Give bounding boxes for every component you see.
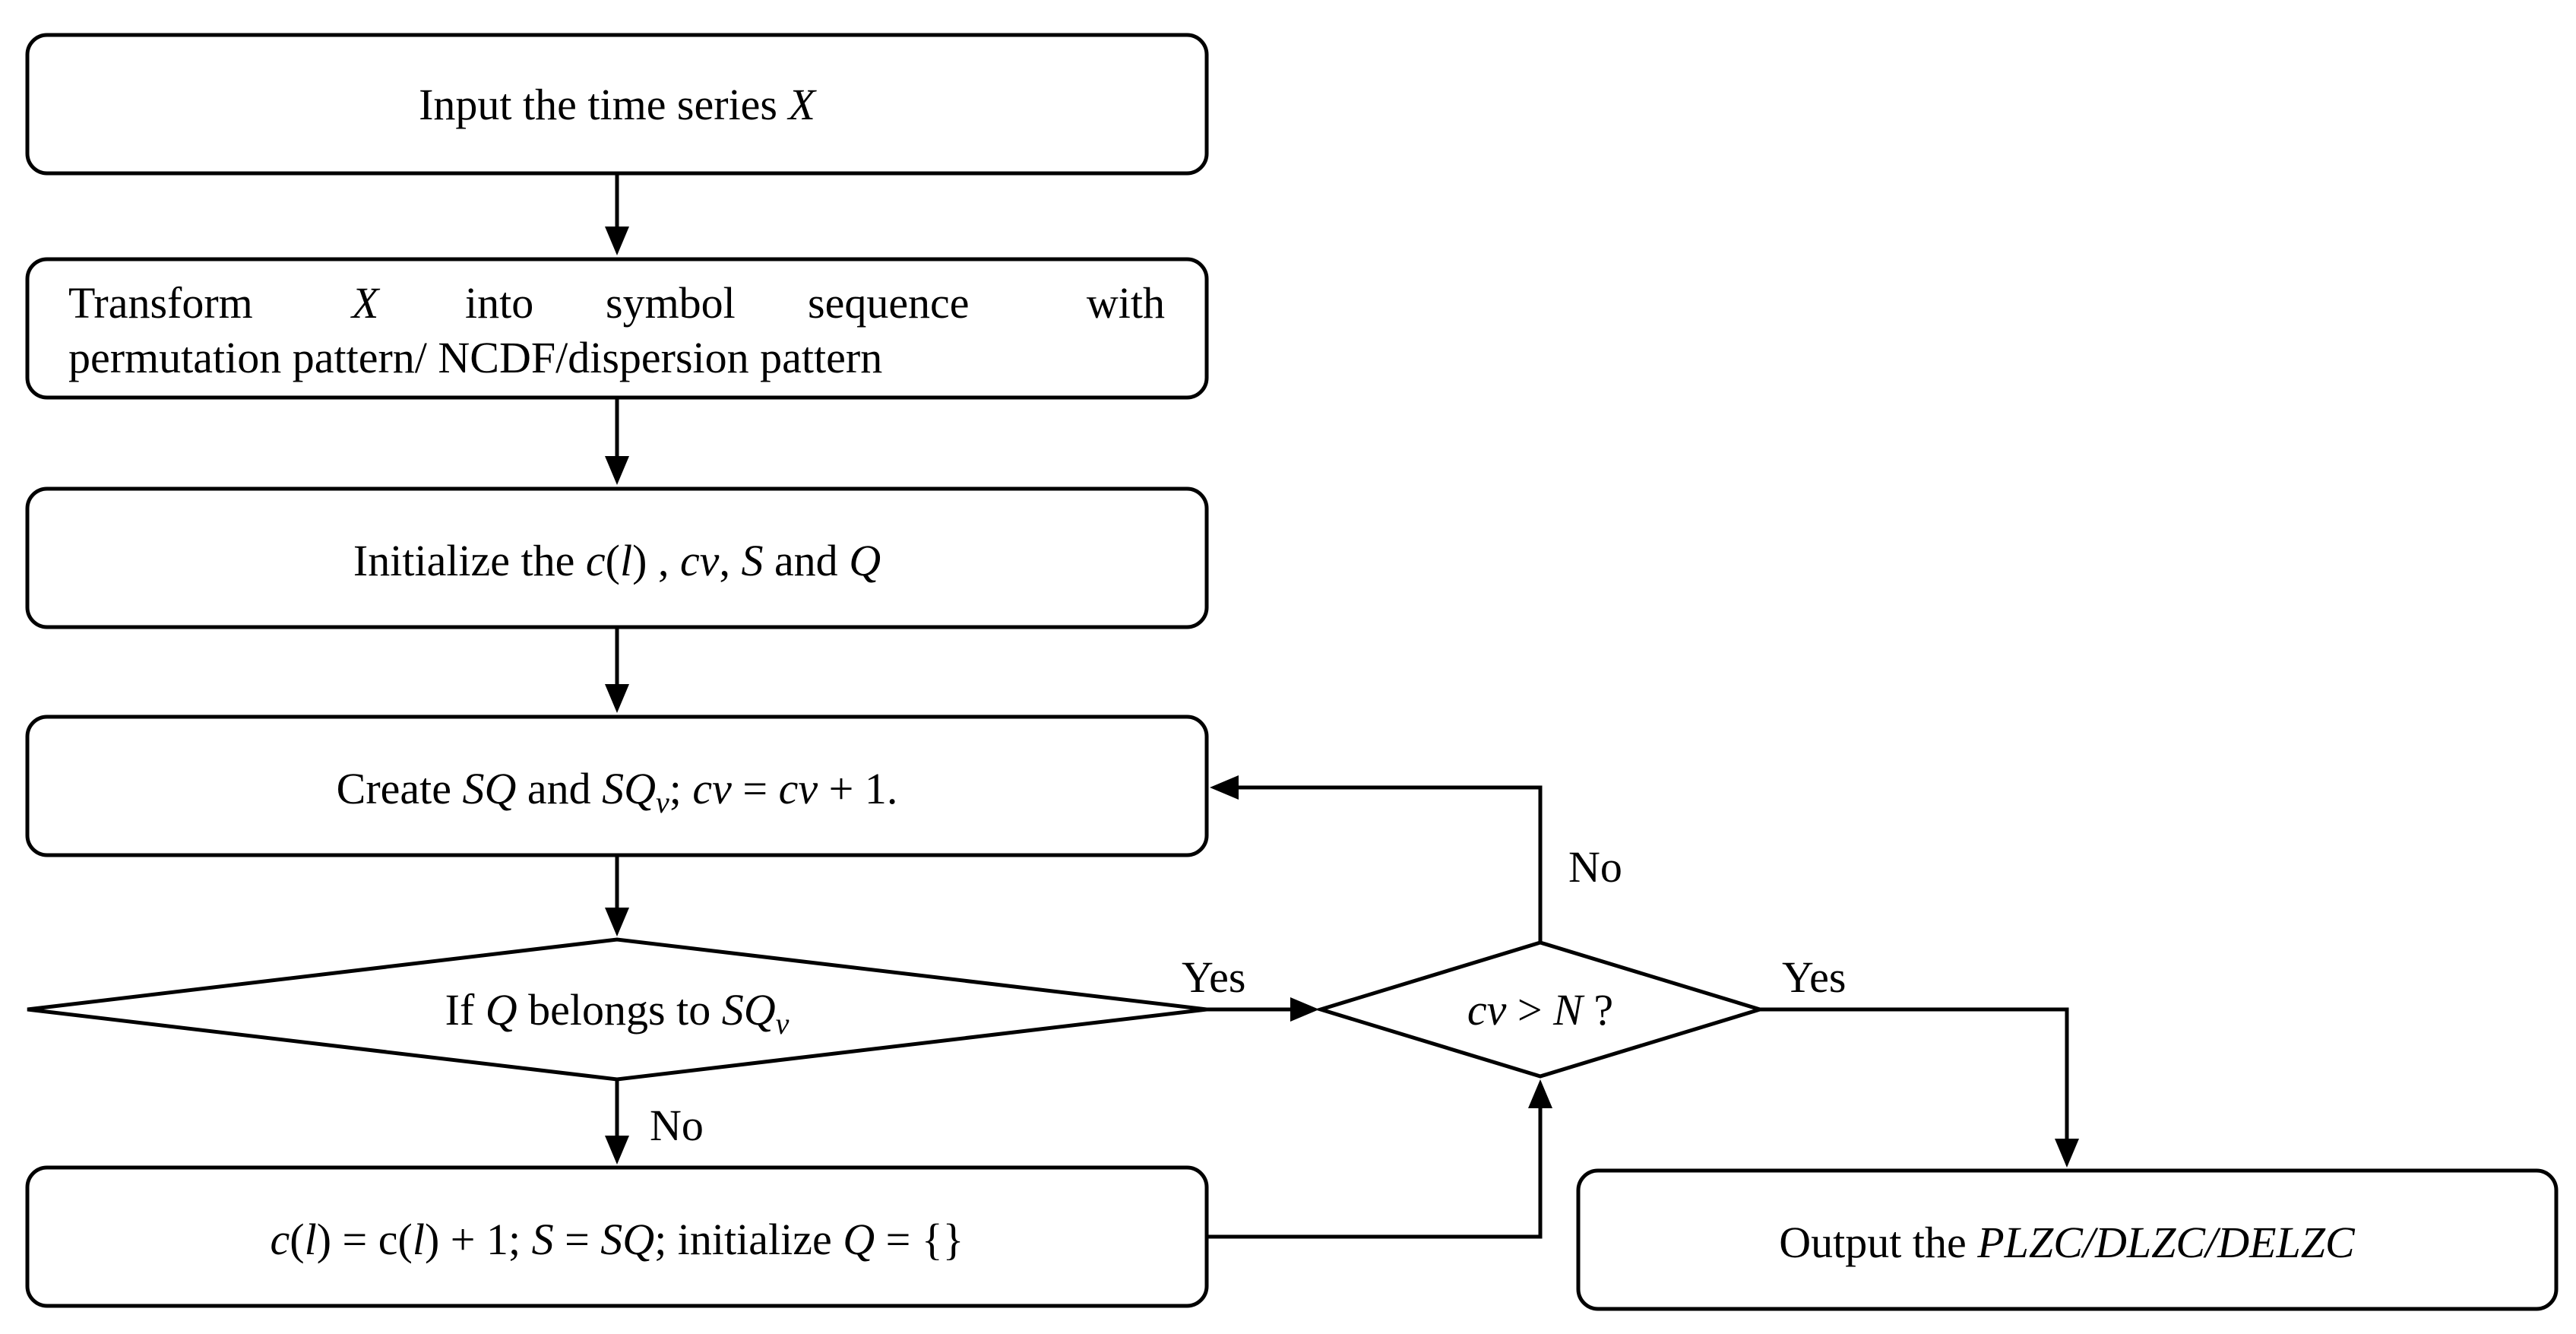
decision-cv: cv > N ? bbox=[1314, 940, 1767, 1079]
step-transform-word5: with bbox=[1087, 278, 1165, 328]
step-input-var: X bbox=[787, 80, 818, 129]
arrowhead-cv-output bbox=[2055, 1139, 2079, 1168]
decision-belongs-label: If Q belongs to SQv bbox=[445, 985, 790, 1041]
label-no-down: No bbox=[650, 1101, 704, 1150]
step-input: Input the time series X bbox=[25, 33, 1209, 176]
arrowhead-create-belongs bbox=[605, 908, 629, 936]
arrowhead-input-transform bbox=[605, 227, 629, 255]
step-initialize-label: Initialize the c(l) , cv, S and Q bbox=[353, 536, 881, 585]
step-transform-var: X bbox=[350, 278, 381, 328]
arrowhead-initialize-create bbox=[605, 684, 629, 713]
edge-update-cv bbox=[1207, 1107, 1543, 1239]
step-transform-word2: into bbox=[465, 278, 533, 328]
step-update: c(l) = c(l) + 1; S = SQ; initialize Q = … bbox=[25, 1165, 1209, 1308]
edge-cv-create bbox=[1237, 785, 1543, 943]
step-update-label: c(l) = c(l) + 1; S = SQ; initialize Q = … bbox=[271, 1215, 964, 1264]
step-output-label: Output the PLZC/DLZC/DELZC bbox=[1779, 1218, 2356, 1267]
arrowhead-belongs-cv bbox=[1290, 997, 1319, 1022]
step-transform: Transform X into symbol sequence with pe… bbox=[25, 257, 1209, 400]
step-output: Output the PLZC/DLZC/DELZC bbox=[1576, 1168, 2559, 1311]
step-transform-line2: permutation pattern/ NCDF/dispersion pat… bbox=[68, 333, 882, 382]
step-transform-word3: symbol bbox=[606, 278, 736, 328]
edges bbox=[605, 173, 2079, 1239]
arrowhead-cv-create bbox=[1210, 775, 1239, 800]
edge-labels: Yes Yes No No bbox=[650, 842, 1846, 1150]
decision-cv-label: cv > N ? bbox=[1467, 985, 1613, 1035]
step-output-box bbox=[1576, 1168, 2559, 1311]
arrowhead-transform-initialize bbox=[605, 456, 629, 485]
label-yes-right: Yes bbox=[1782, 952, 1846, 1002]
step-transform-word4: sequence bbox=[808, 278, 970, 328]
step-create: Create SQ and SQv; cv = cv + 1. bbox=[25, 715, 1209, 857]
label-yes-left: Yes bbox=[1182, 952, 1245, 1002]
step-input-text: Input the time series bbox=[419, 80, 788, 129]
step-input-label: Input the time series X bbox=[419, 80, 817, 129]
decision-belongs: If Q belongs to SQv bbox=[27, 937, 1207, 1082]
arrowhead-update-cv bbox=[1528, 1079, 1552, 1108]
step-initialize: Initialize the c(l) , cv, S and Q bbox=[25, 486, 1209, 629]
label-no-up: No bbox=[1568, 842, 1622, 892]
step-transform-word1: Transform bbox=[68, 278, 253, 328]
step-create-label: Create SQ and SQv; cv = cv + 1. bbox=[337, 764, 898, 819]
arrowhead-belongs-update bbox=[605, 1136, 629, 1164]
edge-cv-output bbox=[1760, 1007, 2069, 1140]
